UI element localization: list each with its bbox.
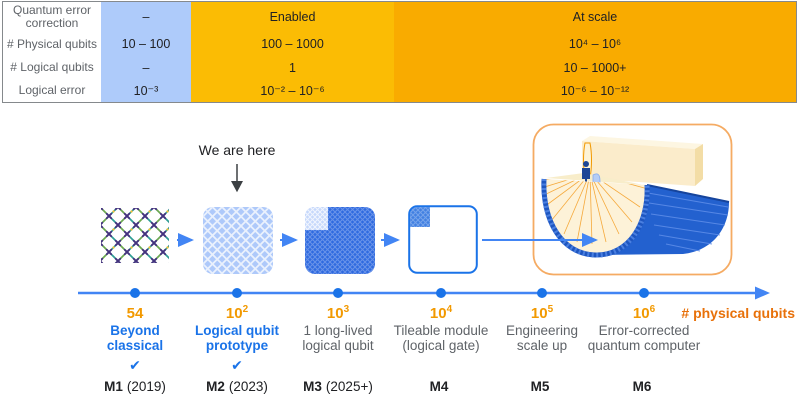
milestone-m4: 104 Tileable module(logical gate) M4	[376, 304, 506, 400]
milestone-id: M5	[530, 379, 550, 394]
table-cell: 10 – 1000+	[394, 56, 796, 79]
row-label-logical-error: Logical error	[3, 79, 101, 102]
logical-qubit-prototype-icon	[203, 207, 273, 274]
milestone-id: M3(2025+)	[303, 379, 373, 394]
qubit-count: 104	[429, 304, 453, 322]
table-cell: 1	[191, 56, 394, 79]
table-cell: Enabled	[191, 2, 394, 32]
qubit-count: 103	[326, 304, 350, 322]
row-label-qec: Quantum error correction	[3, 2, 101, 32]
axis-label-physical-qubits: # physical qubits	[681, 305, 795, 321]
row-label-logical-qubits: # Logical qubits	[3, 56, 101, 79]
qubit-count: 106	[632, 304, 656, 322]
check-icon: ✔	[231, 357, 243, 373]
table-cell: At scale	[394, 2, 796, 32]
qubit-count: 105	[530, 304, 554, 322]
row-label-physical-qubits: # Physical qubits	[3, 32, 101, 56]
milestone-id: M4	[429, 379, 449, 394]
quantum-computer-illustration	[532, 123, 733, 276]
qec-phase-table: Quantum error correction – Enabled At sc…	[2, 1, 797, 103]
check-icon: ✔	[129, 357, 141, 373]
tileable-module-icon	[408, 205, 478, 274]
milestone-id: M2(2023)	[206, 379, 268, 394]
milestone-id: M6	[632, 379, 652, 394]
qubit-count: 54	[126, 305, 144, 322]
timeline-dots	[130, 288, 649, 298]
long-lived-logical-qubit-icon	[305, 207, 375, 274]
table-cell: –	[101, 2, 191, 32]
milestone-id: M1(2019)	[104, 379, 166, 394]
noisy-qubit-array-icon	[101, 208, 169, 263]
qubit-count: 102	[225, 304, 249, 322]
table-cell: 10 – 100	[101, 32, 191, 56]
table-cell: 10⁻⁶ – 10⁻¹²	[394, 79, 796, 102]
table-cell: 10⁻³	[101, 79, 191, 102]
table-cell: 10⁴ – 10⁶	[394, 32, 796, 56]
milestone-name: Tileable module(logical gate)	[393, 323, 489, 353]
timeline-axis-arrowhead	[755, 286, 770, 300]
table-cell: 100 – 1000	[191, 32, 394, 56]
table-cell: 10⁻² – 10⁻⁶	[191, 79, 394, 102]
we-are-here-label: We are here	[198, 142, 276, 158]
table-cell: –	[101, 56, 191, 79]
